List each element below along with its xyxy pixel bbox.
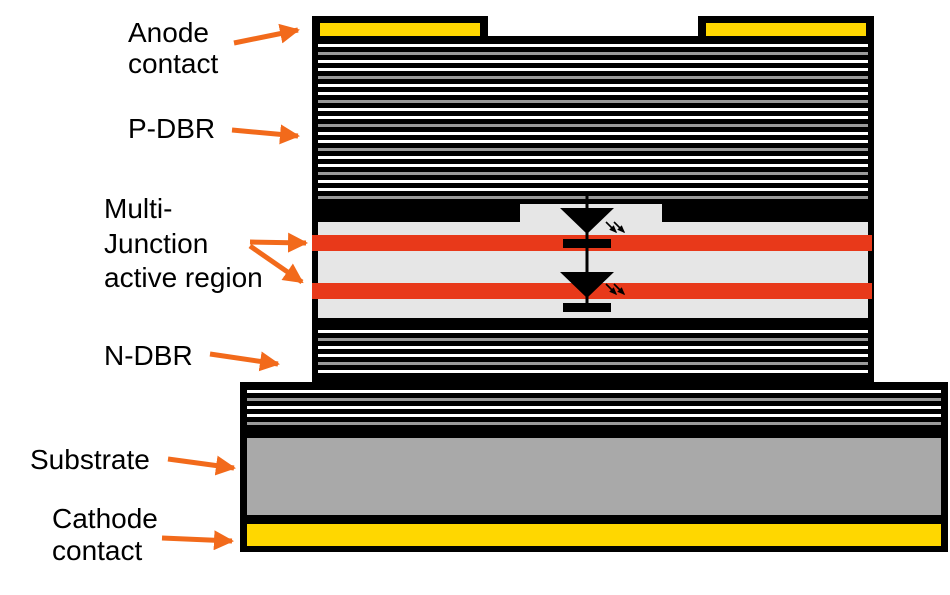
cathode-label: Cathode contact [52, 503, 166, 566]
dbr-layer [318, 60, 868, 63]
anode-contact-right [706, 23, 866, 36]
dbr-layer [247, 398, 941, 401]
anode-contact-left [320, 23, 480, 36]
dbr-layer [318, 116, 868, 119]
dbr-layer [318, 172, 868, 175]
dbr-layer [247, 390, 941, 393]
dbr-layer [318, 84, 868, 87]
dbr-layer [318, 180, 868, 183]
dbr-layer [318, 370, 868, 373]
dbr-layer [318, 52, 868, 55]
base-dbr-stripes [247, 390, 941, 425]
anode-arrow [233, 23, 300, 46]
active-arrow-2 [248, 243, 304, 285]
dbr-layer [318, 148, 868, 151]
dbr-layer [318, 338, 868, 341]
dbr-layer [318, 362, 868, 365]
p-dbr-stripes [318, 44, 868, 199]
dbr-layer [318, 124, 868, 127]
dbr-layer [318, 92, 868, 95]
dbr-layer [318, 330, 868, 333]
dbr-layer [318, 346, 868, 349]
dbr-layer [318, 140, 868, 143]
dbr-layer [318, 100, 868, 103]
dbr-layer [318, 132, 868, 135]
cathode-arrow [161, 530, 234, 551]
dbr-layer [247, 406, 941, 409]
label-arrows [161, 23, 308, 551]
dbr-layer [318, 196, 868, 199]
substrate-layer [247, 438, 941, 515]
active-region-label: Multi- Junction active region [104, 193, 263, 293]
dbr-layer [318, 108, 868, 111]
light-emission-arrows-icon [605, 221, 626, 296]
dbr-layer [318, 188, 868, 191]
anode-label: Anode contact [128, 17, 218, 79]
dbr-layer [318, 68, 868, 71]
diode-symbol-icon [560, 192, 614, 312]
dbr-layer [318, 44, 868, 47]
mesa [312, 16, 874, 386]
dbr-layer [318, 156, 868, 159]
n-dbr-arrow [209, 351, 280, 372]
dbr-layer [318, 354, 868, 357]
dbr-layer [247, 414, 941, 417]
substrate-label: Substrate [30, 444, 150, 475]
dbr-layer [318, 76, 868, 79]
n-dbr-label: N-DBR [104, 340, 193, 371]
active-arrow-1 [249, 232, 308, 253]
dbr-layer [247, 422, 941, 425]
cathode-contact [247, 524, 941, 546]
substrate-block [240, 382, 948, 552]
dbr-layer [318, 164, 868, 167]
p-dbr-label: P-DBR [128, 113, 215, 144]
p-dbr-arrow [231, 124, 300, 145]
n-dbr-stripes [318, 330, 868, 373]
substrate-arrow [167, 455, 236, 476]
